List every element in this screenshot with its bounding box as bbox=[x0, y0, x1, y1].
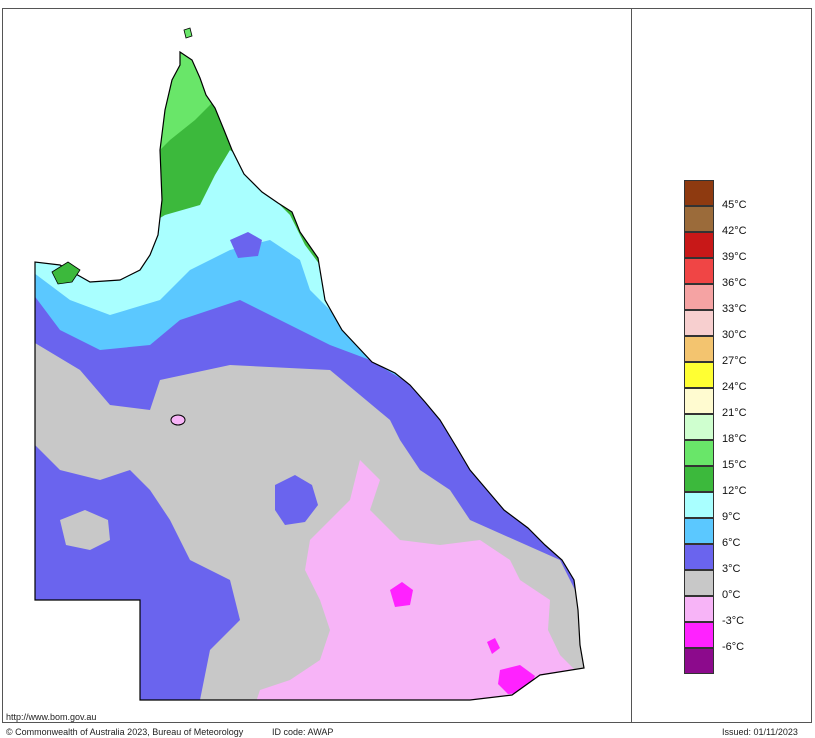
qld-outline bbox=[34, 50, 585, 701]
legend-label: -6°C bbox=[722, 641, 745, 653]
legend-swatch bbox=[684, 466, 714, 492]
legend-label: 33°C bbox=[722, 303, 747, 315]
legend-label: 18°C bbox=[722, 433, 747, 445]
legend-swatch bbox=[684, 336, 714, 362]
footer-copyright: © Commonwealth of Australia 2023, Bureau… bbox=[6, 727, 244, 737]
footer-issued: Issued: 01/11/2023 bbox=[722, 727, 798, 737]
pink-spot bbox=[170, 414, 186, 426]
legend-divider bbox=[631, 8, 632, 723]
pink-zone bbox=[250, 460, 584, 700]
legend-swatch bbox=[684, 440, 714, 466]
legend-swatch bbox=[684, 284, 714, 310]
legend-swatch bbox=[684, 362, 714, 388]
cyan-zone bbox=[35, 52, 584, 320]
footer-id-code: ID code: AWAP bbox=[272, 727, 334, 737]
legend-label: 21°C bbox=[722, 407, 747, 419]
legend-label: 6°C bbox=[722, 537, 741, 549]
legend-swatch bbox=[684, 232, 714, 258]
legend-label: 12°C bbox=[722, 485, 747, 497]
legend-swatch bbox=[684, 414, 714, 440]
legend-label: 42°C bbox=[722, 225, 747, 237]
legend-label: -3°C bbox=[722, 615, 745, 627]
map-frame bbox=[2, 8, 812, 723]
purple-patch-central bbox=[275, 475, 318, 525]
legend-label: 45°C bbox=[722, 199, 747, 211]
legend-label: 24°C bbox=[722, 381, 747, 393]
grey-patch-west bbox=[60, 510, 110, 550]
island-torres bbox=[183, 27, 193, 39]
legend-swatch bbox=[684, 544, 714, 570]
purple-patch-north bbox=[230, 232, 262, 258]
magenta-patch-1 bbox=[390, 582, 413, 607]
legend-swatch bbox=[684, 622, 714, 648]
legend-swatch bbox=[684, 310, 714, 336]
legend-swatch bbox=[684, 206, 714, 232]
legend-label: 3°C bbox=[722, 563, 741, 575]
legend-label: 30°C bbox=[722, 329, 747, 341]
legend-swatch bbox=[684, 648, 714, 674]
island-gulf bbox=[51, 261, 81, 285]
legend-swatch bbox=[684, 258, 714, 284]
footer-url: http://www.bom.gov.au bbox=[6, 712, 97, 722]
legend-label: 27°C bbox=[722, 355, 747, 367]
legend-swatch bbox=[684, 518, 714, 544]
legend-swatch bbox=[684, 180, 714, 206]
legend-swatch bbox=[684, 570, 714, 596]
legend-label: 9°C bbox=[722, 511, 741, 523]
magenta-patch-3 bbox=[487, 638, 500, 654]
legend-swatch bbox=[684, 596, 714, 622]
legend-label: 15°C bbox=[722, 459, 747, 471]
temperature-map bbox=[34, 27, 585, 701]
legend-label: 39°C bbox=[722, 251, 747, 263]
legend-swatch bbox=[684, 388, 714, 414]
legend-label: 0°C bbox=[722, 589, 741, 601]
legend-label: 36°C bbox=[722, 277, 747, 289]
green-zone bbox=[35, 52, 584, 265]
light-green-zone bbox=[35, 52, 584, 160]
legend-swatch bbox=[684, 492, 714, 518]
